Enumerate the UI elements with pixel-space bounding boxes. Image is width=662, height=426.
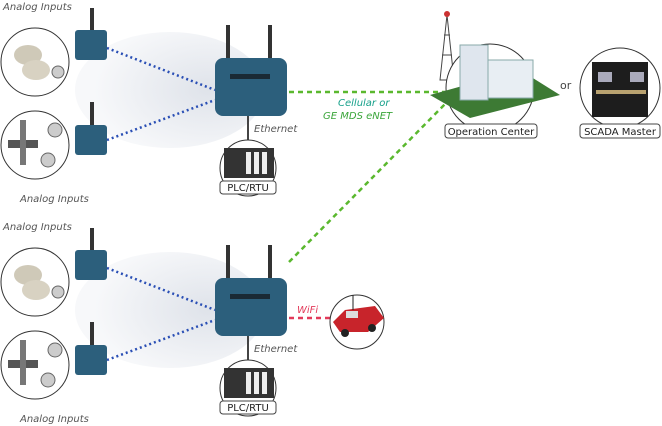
plc-rtu-label: PLC/RTU: [227, 403, 269, 414]
analog-inputs-label: Analog Inputs: [19, 414, 89, 425]
scada-master-label: SCADA Master: [584, 127, 657, 138]
cellular-link: [288, 96, 453, 263]
ethernet-label: Ethernet: [254, 124, 298, 135]
operation-center: Operation Center: [430, 11, 560, 139]
plc-rtu-label: PLC/RTU: [227, 183, 269, 194]
analog-inputs-label: Analog Inputs: [2, 222, 72, 233]
ge-mds-enet-label: GE MDS eNET: [323, 111, 393, 122]
truck-icon: [329, 294, 385, 350]
or-label: or: [560, 79, 572, 92]
analog-inputs-label: Analog Inputs: [2, 2, 72, 13]
analog-inputs-label: Analog Inputs: [19, 194, 89, 205]
operation-center-label: Operation Center: [448, 127, 535, 138]
wifi-label: WiFi: [297, 305, 318, 316]
ethernet-label: Ethernet: [254, 344, 298, 355]
scada-master: SCADA Master: [579, 47, 661, 139]
cellular-label: Cellular or: [338, 98, 390, 109]
